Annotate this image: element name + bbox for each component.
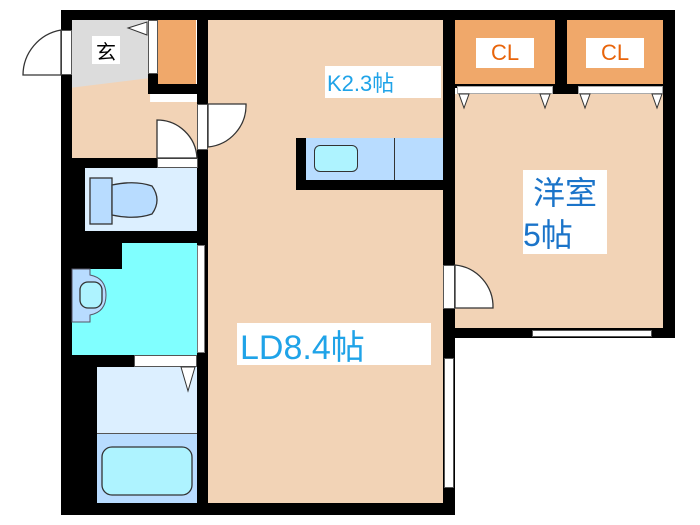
kitchen-counter-divider — [394, 138, 395, 180]
shoe-closet-door — [148, 20, 158, 74]
kitchen-label: K2.3帖 — [325, 66, 441, 98]
wall-shoe-closet-bottom — [148, 84, 198, 94]
western-room-label-line2: 5帖 — [523, 212, 607, 254]
bath-antechamber — [97, 367, 197, 434]
closet-1-right-triangle-icon — [539, 93, 551, 110]
toilet-door-swing-icon — [156, 119, 198, 159]
entrance-triangle-icon — [126, 21, 148, 36]
bath-door-opening — [134, 355, 197, 367]
closet-1-label: CL — [476, 38, 534, 68]
closet-2-right-triangle-icon — [651, 93, 663, 110]
shoe-closet — [158, 20, 196, 84]
bath-divider — [97, 433, 197, 434]
western-door-swing-icon — [454, 264, 494, 309]
wall-counter-left — [296, 138, 306, 186]
toilet-bowl-icon — [111, 182, 158, 218]
western-room-label-line1: 洋室 — [523, 170, 607, 212]
sink-icon — [314, 145, 358, 172]
ld-window — [444, 358, 454, 488]
wall-toilet-left — [72, 158, 85, 243]
wall-bath-left — [72, 355, 97, 505]
closet-1-left-triangle-icon — [458, 93, 470, 110]
wall-counter-bottom — [296, 180, 444, 190]
wall-hall-bottom — [72, 158, 198, 168]
basin-bowl-icon — [79, 281, 103, 309]
ldk-door-swing-icon — [207, 103, 247, 148]
wall-bottom — [61, 503, 455, 515]
ldk-floor — [208, 20, 443, 505]
wall-top-left — [61, 10, 455, 20]
closet-2-left-triangle-icon — [579, 93, 591, 110]
ld-label: LD8.4帖 — [237, 323, 431, 367]
washroom-sliding-door — [197, 245, 205, 353]
toilet-tank-icon — [89, 177, 113, 225]
wall-washroom-notch — [72, 243, 122, 269]
closet-2-label: CL — [586, 38, 644, 68]
closet-2-door — [578, 86, 663, 94]
bath-door-triangle-icon — [180, 366, 196, 393]
wall-closet-divider — [555, 10, 567, 94]
wall-right — [663, 10, 675, 338]
closet-1-door — [457, 86, 553, 94]
wall-left — [61, 10, 72, 515]
western-window — [532, 330, 652, 337]
entrance-label: 玄 — [92, 36, 120, 64]
closet-door-stub — [553, 86, 578, 94]
wall-toilet-bottom — [72, 231, 198, 243]
bathtub-icon — [101, 446, 193, 496]
entrance-door-swing-icon — [22, 29, 62, 76]
